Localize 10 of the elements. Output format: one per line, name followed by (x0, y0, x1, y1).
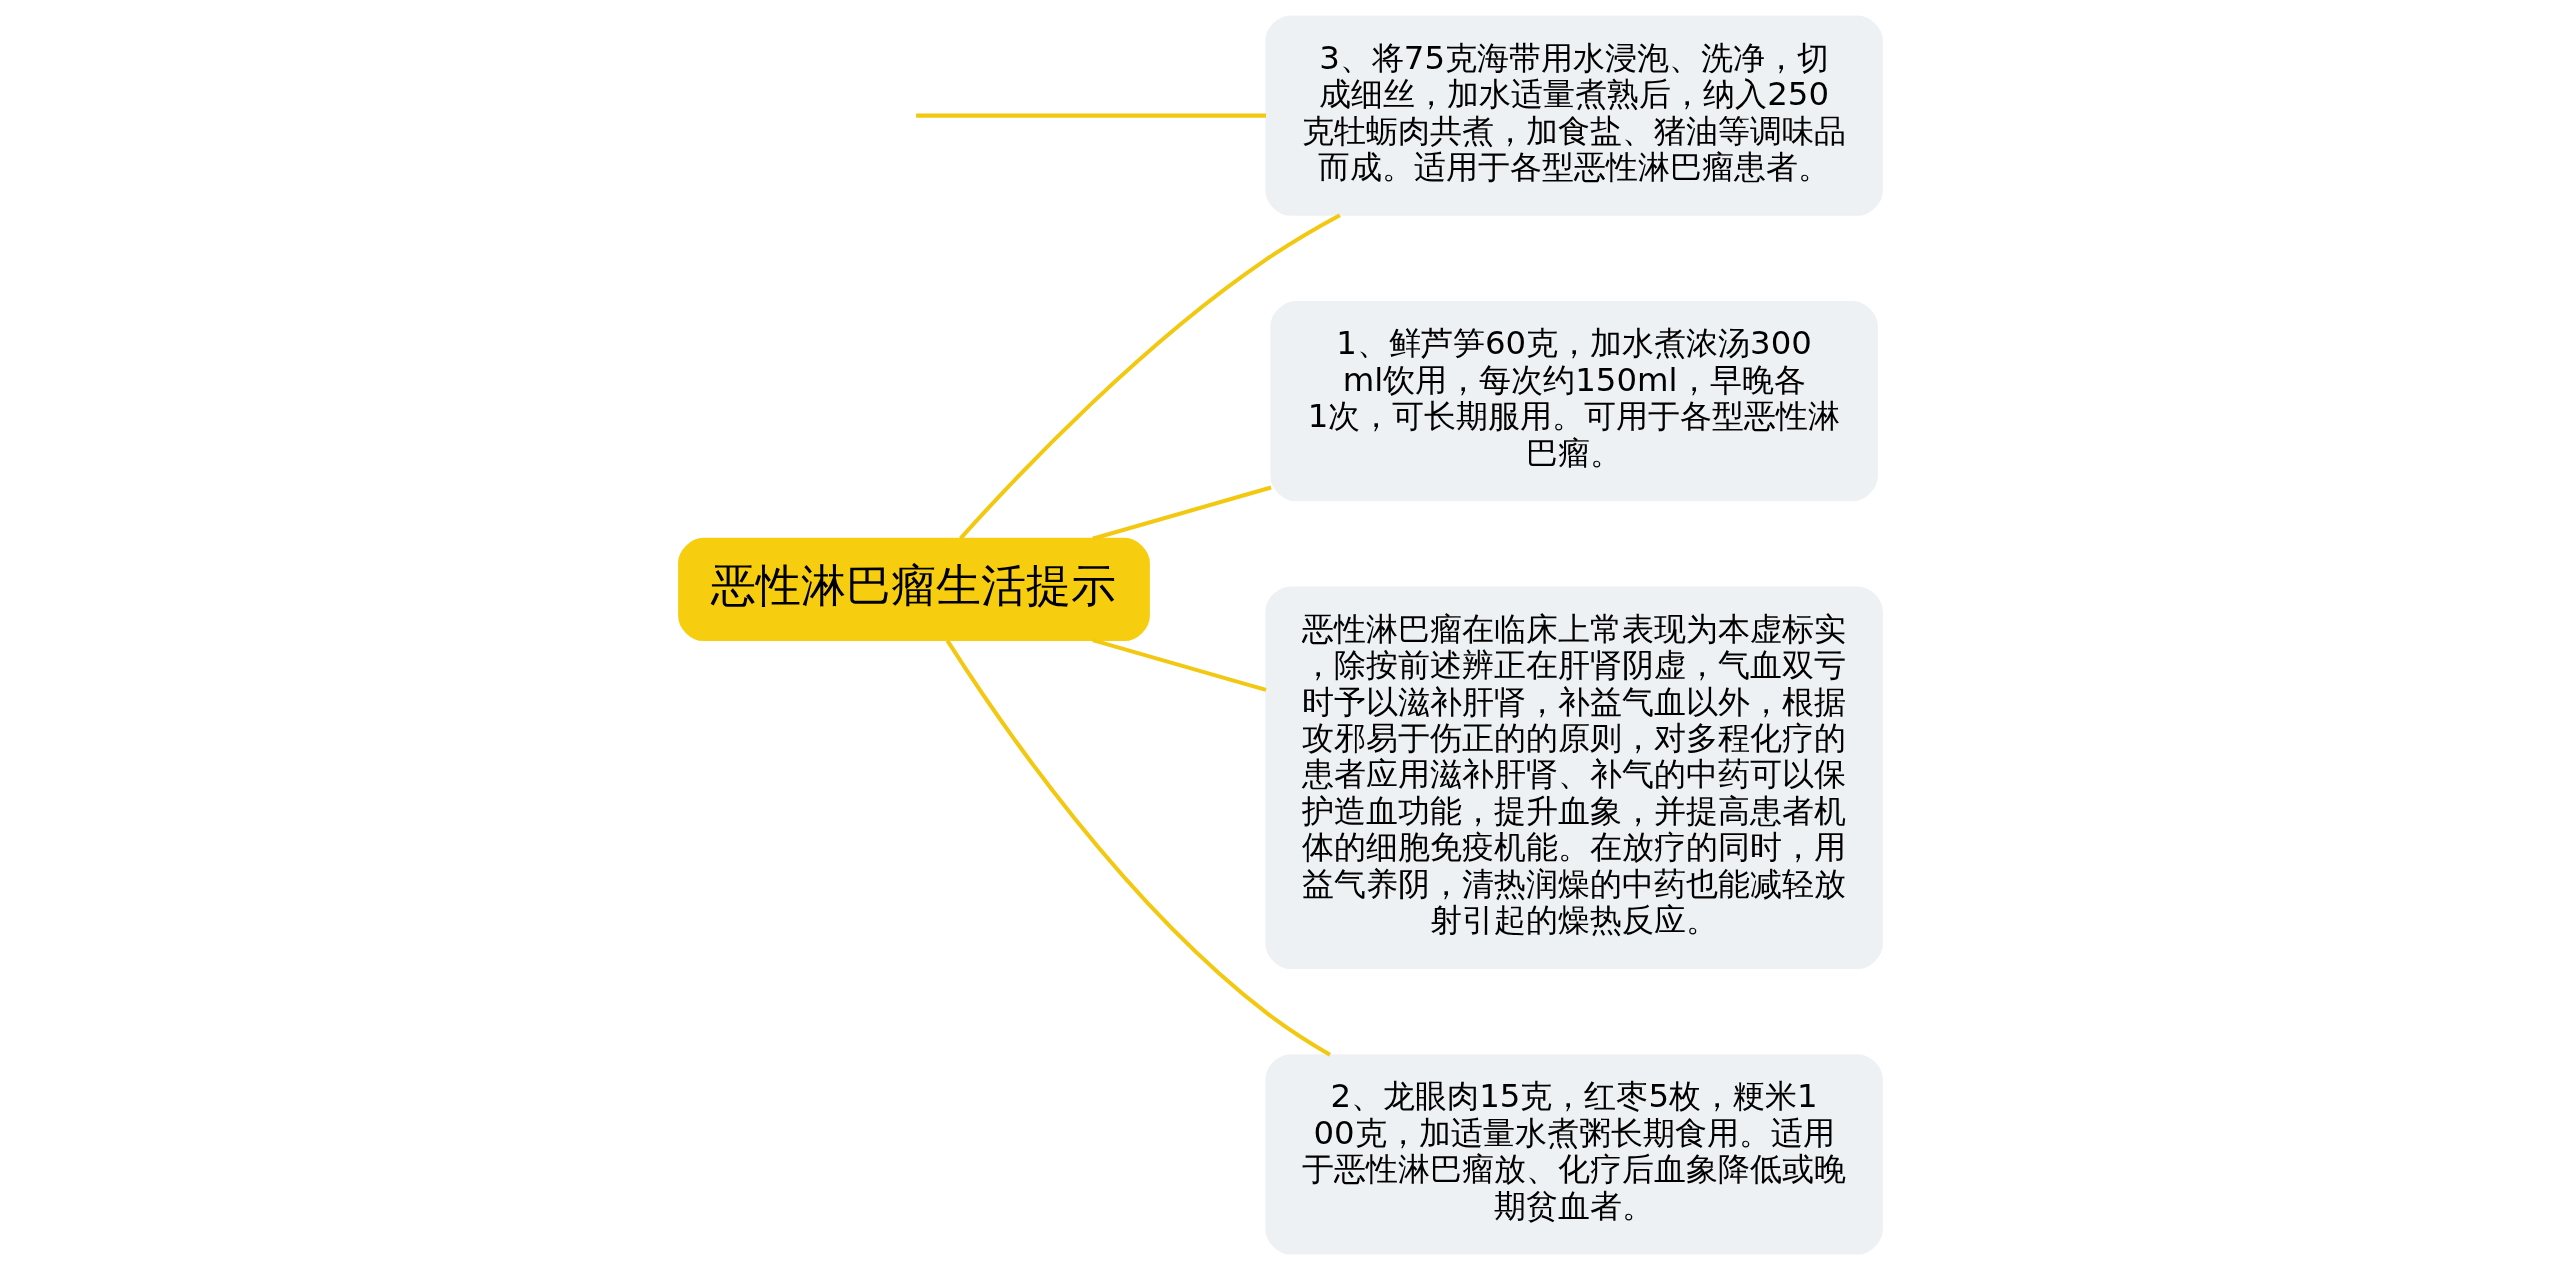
connector (915, 113, 1266, 118)
node-box: 2、龙眼肉15克，红枣5枚，粳米100克，加适量水煮粥长期食用。适用于恶性淋巴瘤放、化疗后血象降低或晚期贫血者。 (1264, 1054, 1883, 1255)
connector (945, 639, 1331, 1057)
connector (1091, 638, 1267, 692)
node-box: 1、鲜芦笋60克，加水煮浓汤300ml饮用，每次约150ml，早晚各1次，可长期服用。可用于各型恶性淋巴瘤。 (1269, 300, 1878, 502)
node-box: 恶性淋巴瘤生活提示 (677, 537, 1150, 642)
connector (1091, 485, 1272, 541)
connector (958, 213, 1341, 540)
node-box: 恶性淋巴瘤在临床上常表现为本虚标实，除按前述辨正在肝肾阴虚，气血双亏时予以滋补肝肾，补益气血以外，根据攻邪易于伤正的的原则，对多程化疗的患者应用滋补肝肾、补气的中药可以保护造血功能，提升血象，并提高患者机体的细胞免疫机能。在放疗的同时，用益气养阴，清热润燥的中药也能减轻放射引起的燥热反应。 (1264, 586, 1883, 970)
node-box: 3、将75克海带用水浸泡、洗净，切成细丝，加水适量煮熟后，纳入250克牡蛎肉共煮，加食盐、猪油等调味品而成。适用于各型恶性淋巴瘤患者。 (1264, 15, 1883, 216)
